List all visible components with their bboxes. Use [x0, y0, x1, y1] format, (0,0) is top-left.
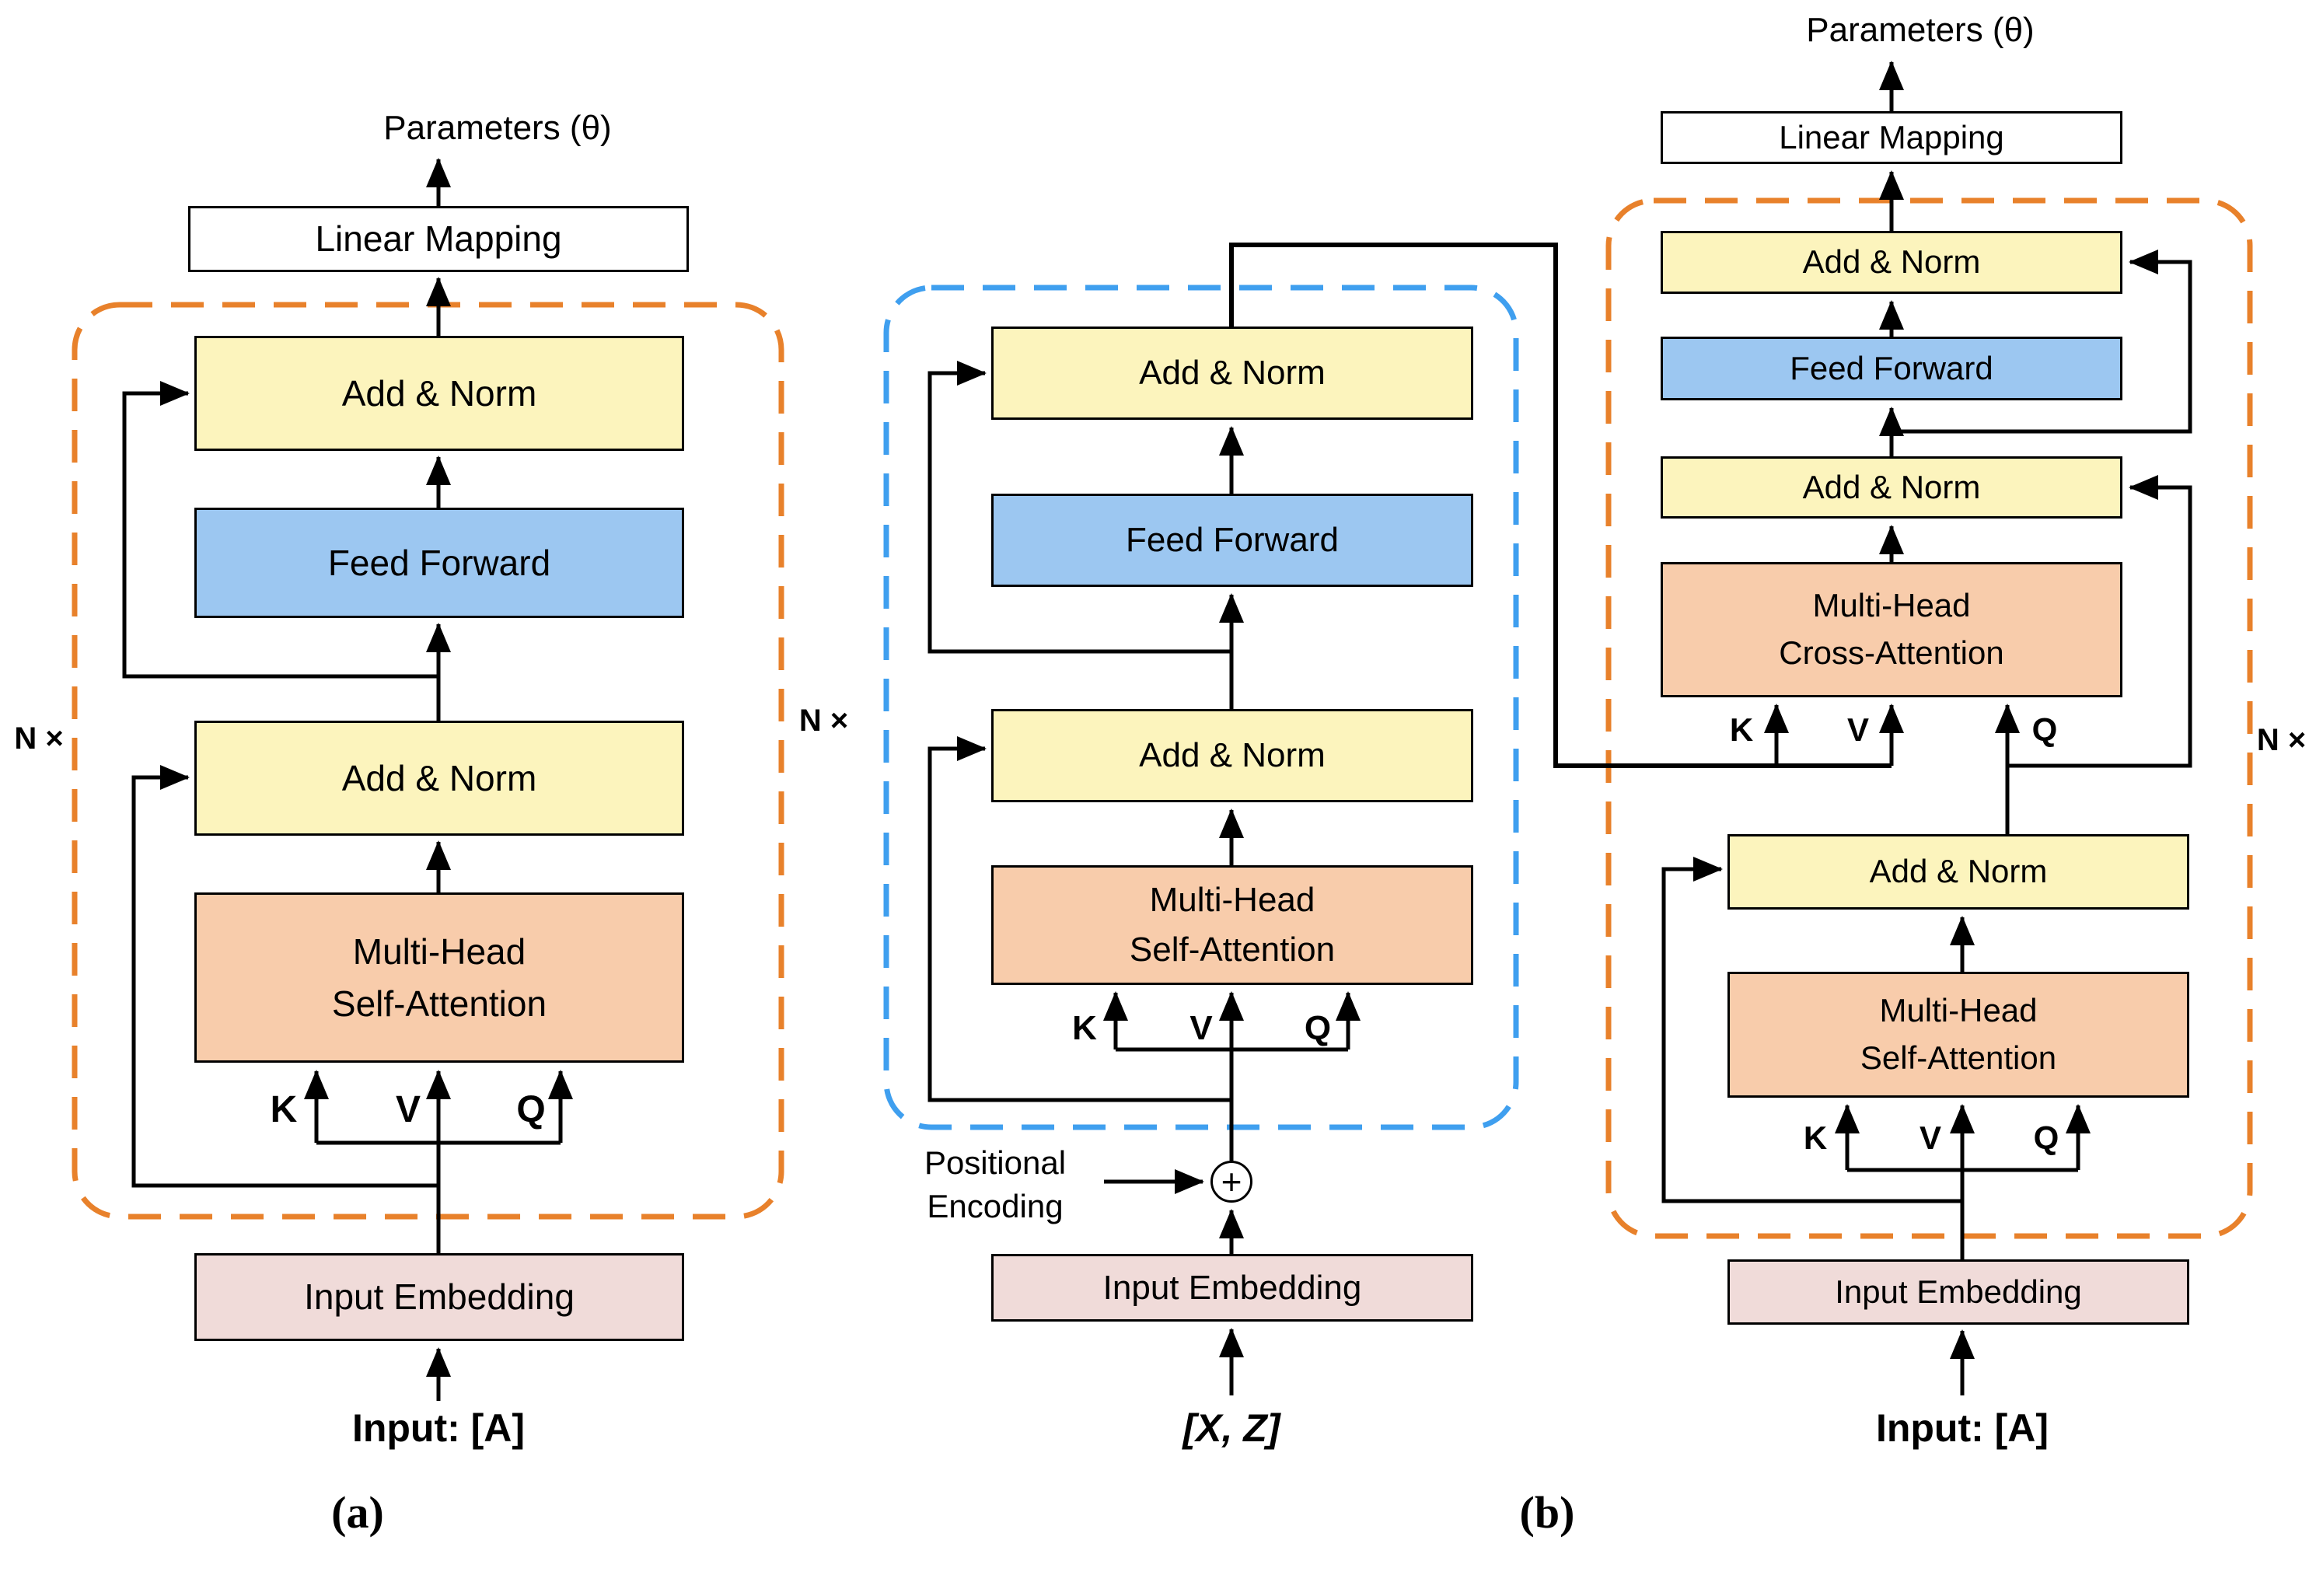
- a-input-embedding-label: Input Embedding: [304, 1276, 575, 1318]
- b-enc-k-label: K: [1072, 1009, 1097, 1047]
- b-enc-plus-circle: +: [1210, 1161, 1252, 1203]
- b-enc-input-embedding-box: Input Embedding: [991, 1254, 1473, 1322]
- a-add-norm-bottom-box: Add & Norm: [194, 721, 684, 836]
- b-enc-input-label: [X, Z]: [1182, 1406, 1280, 1450]
- b-enc-positional-line1: Positional: [924, 1144, 1067, 1181]
- b-dec-add-norm-2-label: Add & Norm: [1802, 468, 1981, 505]
- b-dec-add-norm-1-box: Add & Norm: [1661, 231, 2122, 294]
- b-enc-self-attention-line2: Self-Attention: [1129, 931, 1336, 969]
- b-dec-linear-mapping-box: Linear Mapping: [1661, 111, 2122, 164]
- b-dec-residual-selfattn: [1661, 857, 1962, 1203]
- b-dec-cross-attention-box: Multi-Head Cross-Attention: [1661, 562, 2122, 697]
- b-enc-add-norm-bottom-label: Add & Norm: [1139, 736, 1326, 775]
- b-dec-self-attention-box: Multi-Head Self-Attention: [1727, 972, 2189, 1098]
- b-dec-feed-forward-label: Feed Forward: [1790, 349, 1993, 386]
- a-add-norm-top-box: Add & Norm: [194, 336, 684, 451]
- b-enc-residual-ff: [927, 361, 1231, 654]
- b-dec-self-k-label: K: [1803, 1119, 1828, 1156]
- a-v-label: V: [395, 1089, 421, 1130]
- encoder-b-dashed-border: [883, 285, 1519, 1130]
- b-enc-feed-forward-box: Feed Forward: [991, 494, 1473, 587]
- b-dec-cross-attention-line2: Cross-Attention: [1779, 634, 2004, 671]
- b-enc-self-attention-line1: Multi-Head: [1149, 881, 1315, 920]
- a-input-label: Input: [A]: [351, 1406, 526, 1450]
- b-enc-positional-line2: Encoding: [927, 1188, 1064, 1224]
- b-dec-self-v-label: V: [1919, 1119, 1941, 1156]
- a-feed-forward-box: Feed Forward: [194, 508, 684, 618]
- b-caption: (b): [1519, 1487, 1575, 1538]
- b-dec-parameters-label: Parameters (θ): [1806, 11, 2035, 49]
- a-add-norm-top-label: Add & Norm: [341, 372, 537, 414]
- a-repeat-label: N ×: [14, 721, 64, 756]
- b-encoder-output-line: [1229, 243, 1892, 768]
- a-input-embedding-box: Input Embedding: [194, 1253, 684, 1341]
- b-dec-linear-mapping-label: Linear Mapping: [1779, 118, 2004, 155]
- a-add-norm-bottom-label: Add & Norm: [341, 757, 537, 798]
- decoder-b-dashed-border: [1605, 197, 2253, 1239]
- a-parameters-label: Parameters (θ): [383, 109, 612, 147]
- b-dec-add-norm-3-box: Add & Norm: [1727, 834, 2189, 910]
- b-dec-cross-q-label: Q: [2031, 711, 2058, 748]
- b-enc-add-norm-top-label: Add & Norm: [1139, 354, 1326, 393]
- b-dec-residual-crossattn: [2007, 475, 2192, 768]
- b-dec-cross-k-label: K: [1729, 711, 1754, 748]
- b-enc-v-label: V: [1189, 1009, 1213, 1047]
- b-dec-input-label: Input: [A]: [1875, 1406, 2049, 1450]
- b-dec-repeat-label: N ×: [2256, 723, 2307, 757]
- b-dec-cross-attention-line1: Multi-Head: [1812, 587, 1971, 624]
- b-enc-add-norm-bottom-box: Add & Norm: [991, 709, 1473, 802]
- a-residual-ff: [122, 381, 438, 679]
- a-linear-mapping-box: Linear Mapping: [188, 206, 689, 272]
- a-self-attention-line1: Multi-Head: [352, 931, 526, 972]
- b-enc-input-embedding-label: Input Embedding: [1102, 1268, 1362, 1307]
- b-enc-plus-label: +: [1221, 1161, 1242, 1202]
- b-dec-feed-forward-box: Feed Forward: [1661, 337, 2122, 400]
- a-linear-mapping-label: Linear Mapping: [315, 218, 562, 260]
- b-dec-self-q-label: Q: [2033, 1119, 2059, 1156]
- b-dec-add-norm-3-label: Add & Norm: [1869, 853, 2048, 890]
- b-dec-input-embedding-label: Input Embedding: [1835, 1273, 2082, 1310]
- a-k-label: K: [270, 1089, 298, 1130]
- b-dec-self-attention-line1: Multi-Head: [1879, 992, 2038, 1029]
- a-q-label: Q: [516, 1089, 546, 1130]
- a-self-attention-line2: Self-Attention: [331, 983, 547, 1024]
- b-dec-input-embedding-box: Input Embedding: [1727, 1259, 2189, 1325]
- b-enc-q-label: Q: [1304, 1009, 1332, 1047]
- a-caption: (a): [331, 1487, 384, 1538]
- b-dec-residual-ff: [1892, 250, 2192, 434]
- b-dec-self-attention-line2: Self-Attention: [1860, 1039, 2057, 1076]
- b-enc-repeat-label: N ×: [798, 704, 849, 738]
- b-enc-feed-forward-label: Feed Forward: [1126, 521, 1339, 560]
- b-dec-cross-v-label: V: [1846, 711, 1869, 748]
- b-dec-add-norm-1-label: Add & Norm: [1802, 243, 1981, 281]
- b-enc-residual-attn: [927, 736, 1231, 1102]
- b-dec-add-norm-2-box: Add & Norm: [1661, 456, 2122, 519]
- a-residual-attn: [131, 765, 438, 1188]
- b-enc-self-attention-box: Multi-Head Self-Attention: [991, 865, 1473, 985]
- a-feed-forward-label: Feed Forward: [327, 542, 551, 583]
- a-self-attention-box: Multi-Head Self-Attention: [194, 892, 684, 1063]
- b-enc-add-norm-top-box: Add & Norm: [991, 327, 1473, 420]
